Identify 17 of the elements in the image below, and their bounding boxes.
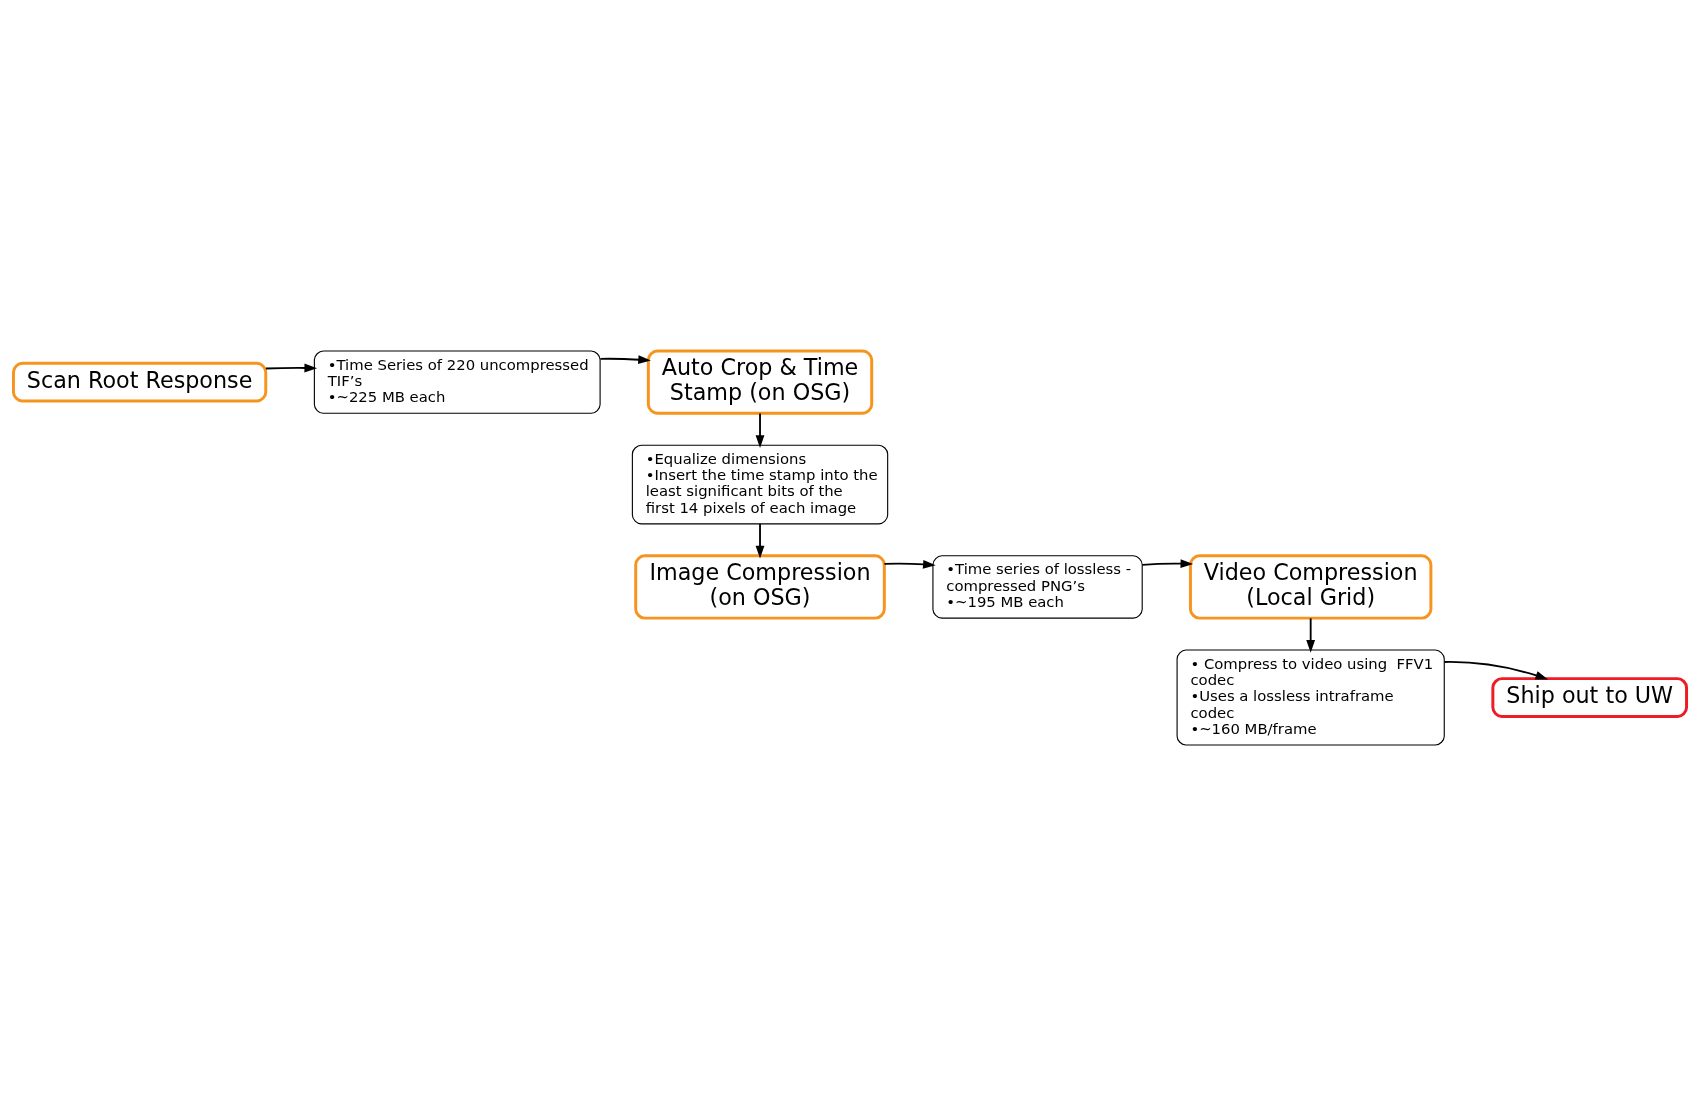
arrow (883, 559, 936, 569)
arrow (598, 354, 651, 364)
node-box: Scan Root Response (11, 361, 267, 403)
arrow (1140, 558, 1193, 568)
node-box: Ship out to UW (1490, 676, 1688, 718)
node-box: •Time series of lossless - compressed PNG’s •~195 MB each (931, 554, 1143, 619)
arrow (1443, 660, 1548, 680)
arrow (264, 363, 317, 372)
node-box: •Time Series of 220 uncompressed TIF’s •~225 MB each (313, 349, 601, 414)
node-box: Video Compression (Local Grid) (1188, 553, 1432, 620)
arrow (1305, 616, 1315, 653)
arrow (755, 522, 764, 558)
node-box: • Compress to video using FFV1 codec •Uses a lossless intraframe codec •~160 MB/frame (1176, 649, 1445, 746)
arrow (755, 412, 764, 448)
node-box: •Equalize dimensions •Insert the time stamp into the least significant bits of the first 14 pixels of each image (631, 444, 888, 524)
node-box: Auto Crop & Time Stamp (on OSG) (646, 349, 873, 415)
node-box: Image Compression (on OSG) (633, 553, 886, 620)
